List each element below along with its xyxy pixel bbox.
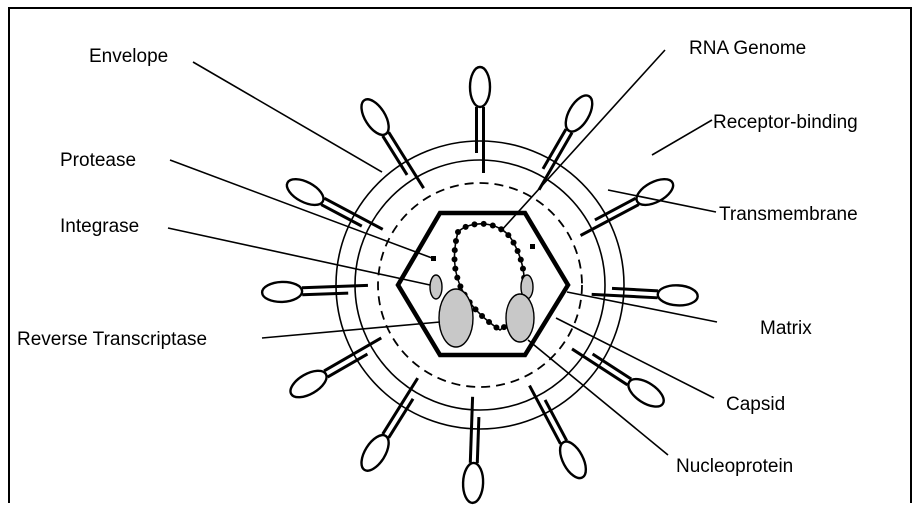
transmembrane-stalk xyxy=(581,205,639,236)
receptor-binding-knob xyxy=(356,431,394,476)
glycoprotein-spike xyxy=(572,349,668,412)
nucleoprotein-bead xyxy=(452,247,458,253)
transmembrane-stalk xyxy=(477,417,479,463)
nucleoprotein-bead xyxy=(453,238,459,244)
transmembrane-stalk xyxy=(302,285,368,287)
receptor-binding-knob xyxy=(657,284,698,306)
reverse-transcriptase-shape xyxy=(506,294,534,342)
nucleoprotein-bead xyxy=(455,229,461,235)
glycoprotein-spike xyxy=(539,91,598,190)
label-reverse-transcriptase: Reverse Transcriptase xyxy=(17,329,207,350)
receptor-binding-knob xyxy=(632,174,677,210)
nucleoprotein-bead xyxy=(490,223,496,229)
protease-leader-line xyxy=(170,160,432,258)
label-protease: Protease xyxy=(60,150,136,171)
transmembrane-stalk xyxy=(529,386,560,444)
glycoprotein-spike xyxy=(581,174,678,236)
nucleoprotein-bead xyxy=(457,283,463,289)
transmembrane-stalk xyxy=(470,397,472,463)
glycoprotein-spike xyxy=(462,397,483,503)
receptor-binding-knob xyxy=(624,374,668,413)
label-nucleoprotein: Nucleoprotein xyxy=(676,456,793,477)
label-receptor-binding: Receptor-binding xyxy=(713,112,858,133)
transmembrane-stalk xyxy=(383,378,418,434)
nucleoprotein-bead xyxy=(452,256,458,262)
envelope-leader-line xyxy=(193,62,382,172)
nucleoprotein-bead xyxy=(473,306,479,312)
nucleoprotein-bead xyxy=(471,221,477,227)
glycoprotein-spike xyxy=(470,67,490,173)
glycoprotein-spike xyxy=(356,378,418,475)
transmembrane-stalk xyxy=(612,288,658,290)
label-capsid: Capsid xyxy=(726,394,785,415)
reverse-transcriptase-shape xyxy=(439,289,473,347)
transmembrane-stalk xyxy=(389,132,424,188)
nucleoprotein-bead xyxy=(481,221,487,227)
glycoprotein-spike xyxy=(286,338,381,403)
nucleoprotein-bead xyxy=(454,275,460,281)
label-rna-genome: RNA Genome xyxy=(689,38,806,59)
receptor-binding-knob xyxy=(356,95,394,140)
nucleoprotein-bead xyxy=(520,266,526,272)
nucleoprotein-bead xyxy=(511,240,517,246)
receptor-binding-knob xyxy=(286,365,331,402)
transmembrane-stalk xyxy=(324,198,382,229)
transmembrane-stalk xyxy=(572,349,627,385)
label-integrase: Integrase xyxy=(60,216,139,237)
receptor-binding-knob xyxy=(555,437,591,482)
label-envelope: Envelope xyxy=(89,46,168,67)
transmembrane-stalk xyxy=(302,293,348,295)
reverse-transcriptase-leader-line xyxy=(262,322,440,338)
nucleoprotein-bead xyxy=(515,248,521,254)
receptor-binding-knob xyxy=(560,91,597,136)
integrase-shape xyxy=(430,275,442,299)
receptor-binding-knob xyxy=(462,463,483,504)
nucleoprotein-bead xyxy=(452,266,458,272)
label-matrix: Matrix xyxy=(760,318,812,339)
nucleoprotein-bead xyxy=(463,224,469,230)
receptor-binding-knob xyxy=(470,67,490,107)
protease-marker xyxy=(530,244,535,249)
glycoprotein-spike xyxy=(262,281,368,302)
receptor-binding-leader-line xyxy=(652,120,712,155)
nucleoprotein-bead xyxy=(518,257,524,263)
nucleoprotein-bead xyxy=(493,325,499,331)
label-transmembrane: Transmembrane xyxy=(719,204,858,225)
nucleoprotein-bead xyxy=(479,313,485,319)
glycoprotein-spike xyxy=(356,95,424,188)
transmembrane-stalk xyxy=(592,294,658,297)
transmembrane-stalk xyxy=(324,338,381,371)
nucleoprotein-bead xyxy=(486,319,492,325)
glycoprotein-spike xyxy=(529,386,591,483)
transmembrane-stalk xyxy=(539,133,572,190)
glycoprotein-spike xyxy=(592,284,699,306)
receptor-binding-knob xyxy=(262,281,303,302)
integrase-leader-line xyxy=(168,228,430,285)
nucleoprotein-bead xyxy=(505,232,511,238)
